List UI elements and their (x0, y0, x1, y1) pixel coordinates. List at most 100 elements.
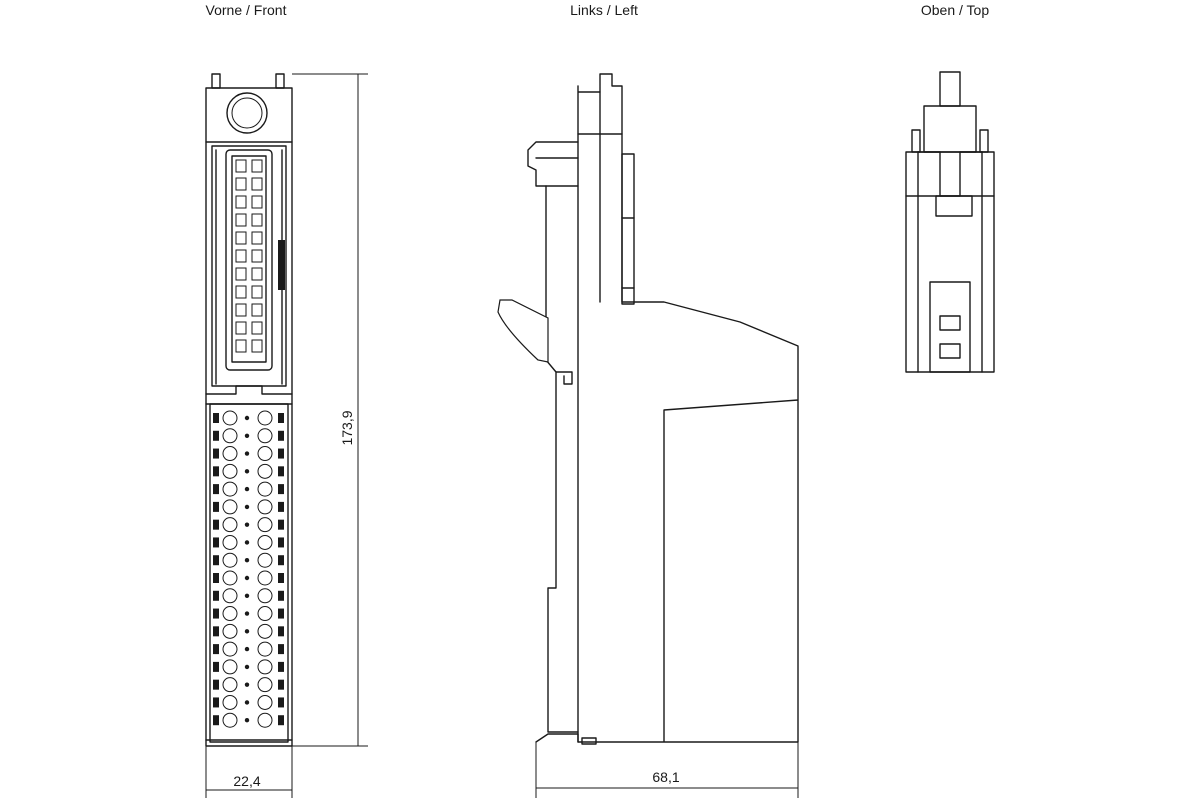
left-view-title: Links / Left (570, 2, 638, 18)
connector-slot-area (231, 155, 267, 363)
top-knob-base (923, 105, 977, 153)
terminal-contact (222, 712, 238, 728)
top-label-box (929, 281, 971, 373)
terminal-pin (244, 486, 250, 492)
release-lever (497, 299, 549, 363)
terminal-contact (257, 712, 273, 728)
terminal-release (213, 715, 219, 726)
terminal-pin (244, 504, 250, 510)
coding-wheel-inner (231, 97, 263, 129)
terminal-release (213, 661, 219, 672)
connector-slot (235, 249, 247, 263)
terminal-block (209, 403, 289, 743)
terminal-release (213, 555, 219, 566)
left-back-plate (545, 185, 579, 733)
terminal-pin (244, 593, 250, 598)
led-strip (278, 240, 285, 290)
terminal-contact (257, 623, 273, 639)
terminal-release (213, 484, 219, 495)
connector-slot (235, 213, 247, 227)
terminal-contact (257, 588, 273, 604)
connector-slot (251, 159, 263, 173)
terminal-contact (222, 623, 238, 639)
terminal-release (278, 448, 284, 459)
terminal-release (278, 573, 284, 583)
top-view (905, 71, 995, 373)
connector-slot (251, 195, 263, 209)
connector-slot (235, 177, 247, 191)
terminal-release (213, 430, 219, 441)
top-view-title: Oben / Top (921, 2, 989, 18)
left-hook (555, 371, 573, 385)
terminal-contact (257, 463, 273, 479)
terminal-pin (244, 451, 250, 456)
terminal-release (213, 501, 219, 512)
terminal-contact (222, 517, 238, 533)
terminal-contact (222, 499, 238, 515)
connector-slots (235, 159, 263, 353)
terminal-release (278, 608, 284, 619)
terminal-release (213, 608, 219, 619)
connector-slot (251, 321, 263, 335)
terminal-pin (244, 415, 250, 421)
connector-slot (235, 321, 247, 335)
terminal-release (213, 573, 219, 583)
terminal-contact (257, 534, 273, 550)
terminal-pin (244, 433, 250, 438)
front-outline (205, 87, 293, 747)
terminal-contact (257, 659, 273, 675)
depth-dim-label: 68,1 (652, 769, 679, 785)
terminal-contact (222, 588, 238, 604)
terminal-release (278, 661, 284, 672)
terminal-release (278, 555, 284, 566)
terminal-pin (244, 611, 250, 616)
terminal-release (213, 590, 219, 601)
connector-slot (251, 267, 263, 281)
terminal-release (278, 715, 284, 726)
top-outline (905, 151, 995, 373)
terminal-contact (257, 606, 273, 622)
left-body-outline (577, 73, 799, 743)
connector-housing (225, 149, 273, 371)
front-top-latch-right (275, 73, 285, 89)
terminal-contact (257, 428, 273, 444)
terminal-pin (244, 718, 250, 723)
terminal-release (213, 413, 219, 423)
terminal-release (213, 519, 219, 530)
terminal-pin (244, 469, 250, 474)
terminal-release (278, 484, 284, 495)
terminal-release (278, 697, 284, 708)
terminal-pin (244, 700, 250, 705)
terminal-release (213, 697, 219, 708)
terminal-contact (222, 641, 238, 657)
height-dim-label: 173,9 (339, 410, 355, 445)
terminal-contact (222, 659, 238, 675)
terminal-release (213, 466, 219, 477)
terminal-contact (222, 677, 238, 693)
connector-slot (251, 177, 263, 191)
connector-slot (251, 231, 263, 245)
terminal-contact (257, 641, 273, 657)
front-view-title: Vorne / Front (206, 2, 287, 18)
terminal-contact (222, 481, 238, 497)
top-window-1 (939, 315, 961, 331)
connector-slot (235, 339, 247, 353)
front-view: 173,9 22,4 (205, 73, 368, 798)
terminal-release (278, 679, 284, 690)
terminal-release (278, 466, 284, 477)
terminal-pin (244, 629, 250, 634)
terminal-release (213, 626, 219, 637)
terminal-release (278, 501, 284, 512)
terminal-contact (257, 446, 273, 462)
terminal-contact (222, 463, 238, 479)
connector-slot (251, 339, 263, 353)
terminal-contact (257, 517, 273, 533)
connector-slot (251, 213, 263, 227)
terminal-release (278, 626, 284, 637)
connector-slot (235, 285, 247, 299)
terminal-contact (222, 606, 238, 622)
terminal-contact (222, 428, 238, 444)
terminal-release (278, 519, 284, 530)
top-connector-lower (935, 195, 973, 217)
top-latch-right (979, 129, 989, 153)
